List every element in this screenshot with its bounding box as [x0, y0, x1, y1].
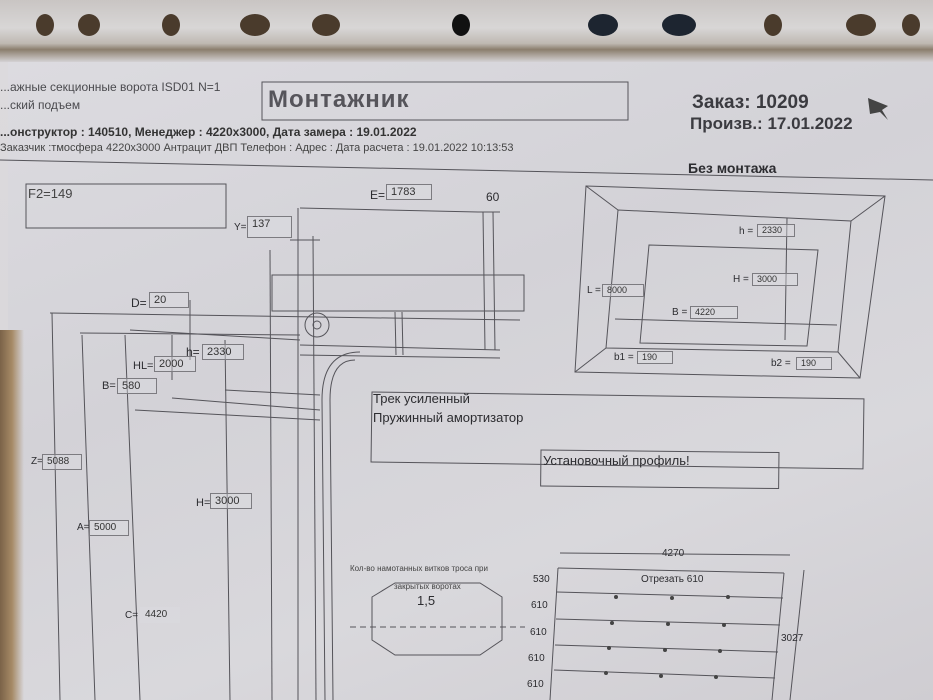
d-label: D= — [131, 296, 147, 310]
note-track: Трек усиленный — [373, 391, 470, 406]
installer-sheet — [8, 62, 933, 700]
opening-B-value: 4220 — [690, 306, 738, 319]
z-value: 5088 — [42, 454, 82, 470]
section-1: 530 — [533, 574, 550, 585]
panel-width: 4270 — [662, 548, 685, 559]
note-spring: Пружинный амортизатор — [373, 410, 524, 425]
punch-hole — [162, 14, 180, 36]
cable-turns-value: 1,5 — [417, 593, 436, 608]
opening-h-value: 2330 — [757, 224, 795, 237]
opening-b2-value: 190 — [796, 357, 832, 370]
product-line-2: ...ский подъем — [0, 98, 81, 112]
opening-h-label: h = — [739, 226, 754, 237]
cut-note: Отрезать 610 — [641, 574, 704, 585]
punch-hole — [588, 14, 618, 36]
e-value: 1783 — [386, 184, 432, 200]
c-label: C= — [125, 610, 139, 621]
opening-H-label: H = — [733, 274, 749, 285]
role-title: Монтажник — [268, 86, 410, 113]
product-line-1: ...ажные секционные ворота ISD01 N=1 — [0, 80, 221, 94]
punch-hole — [764, 14, 782, 36]
f2-dimension: F2=149 — [28, 186, 73, 201]
a-label: A= — [77, 522, 90, 533]
drum-caption-2: закрытых воротах — [394, 582, 461, 591]
h-total-label: H= — [196, 497, 211, 509]
punch-hole — [240, 14, 270, 36]
punch-hole — [902, 14, 920, 36]
b-label: B= — [102, 380, 116, 392]
b-value: 580 — [117, 378, 157, 394]
punch-hole — [846, 14, 876, 36]
y-label: Y= — [234, 222, 247, 233]
offset-60: 60 — [486, 190, 500, 204]
e-label: E= — [370, 188, 386, 202]
production-date: Произв.: 17.01.2022 — [690, 114, 853, 133]
section-5: 610 — [527, 679, 544, 690]
punch-hole — [78, 14, 100, 36]
punch-hole — [662, 14, 696, 36]
drum-caption: Кол-во намотанных витков троса при — [350, 564, 488, 573]
section-4: 610 — [528, 653, 545, 664]
binder-hole-strip — [0, 0, 933, 62]
h-total-value: 3000 — [210, 493, 252, 509]
section-2: 610 — [531, 600, 548, 611]
punch-hole — [312, 14, 340, 36]
punch-hole — [36, 14, 54, 36]
opening-L-label: L = — [587, 285, 601, 296]
hl-label: HL= — [133, 360, 154, 372]
order-number: Заказ: 10209 — [692, 92, 809, 113]
y-value: 137 — [247, 216, 292, 238]
h-value: 2330 — [202, 344, 244, 360]
installation-note: Без монтажа — [688, 160, 777, 176]
info-line-1: ...онструктор : 140510, Менеджер : 4220x… — [0, 125, 417, 139]
opening-L-value: 8000 — [602, 284, 644, 297]
z-label: Z= — [31, 456, 43, 467]
note-profile: Установочный профиль! — [543, 453, 690, 468]
opening-b2-label: b2 = — [771, 358, 791, 369]
hl-value: 2000 — [154, 356, 196, 372]
h-label: h= — [186, 345, 200, 359]
opening-B-label: B = — [672, 307, 688, 318]
opening-b1-label: b1 = — [614, 352, 634, 363]
section-3: 610 — [530, 627, 547, 638]
c-value: 4420 — [140, 607, 180, 623]
background-edge — [0, 330, 24, 700]
opening-H-value: 3000 — [752, 273, 798, 286]
d-value: 20 — [149, 292, 189, 308]
opening-b1-value: 190 — [637, 351, 673, 364]
punch-hole — [452, 14, 470, 36]
info-line-2: Заказчик :тмосфера 4220x3000 Антрацит ДВ… — [0, 142, 514, 154]
a-value: 5000 — [89, 520, 129, 536]
panel-height: 3027 — [781, 633, 804, 644]
